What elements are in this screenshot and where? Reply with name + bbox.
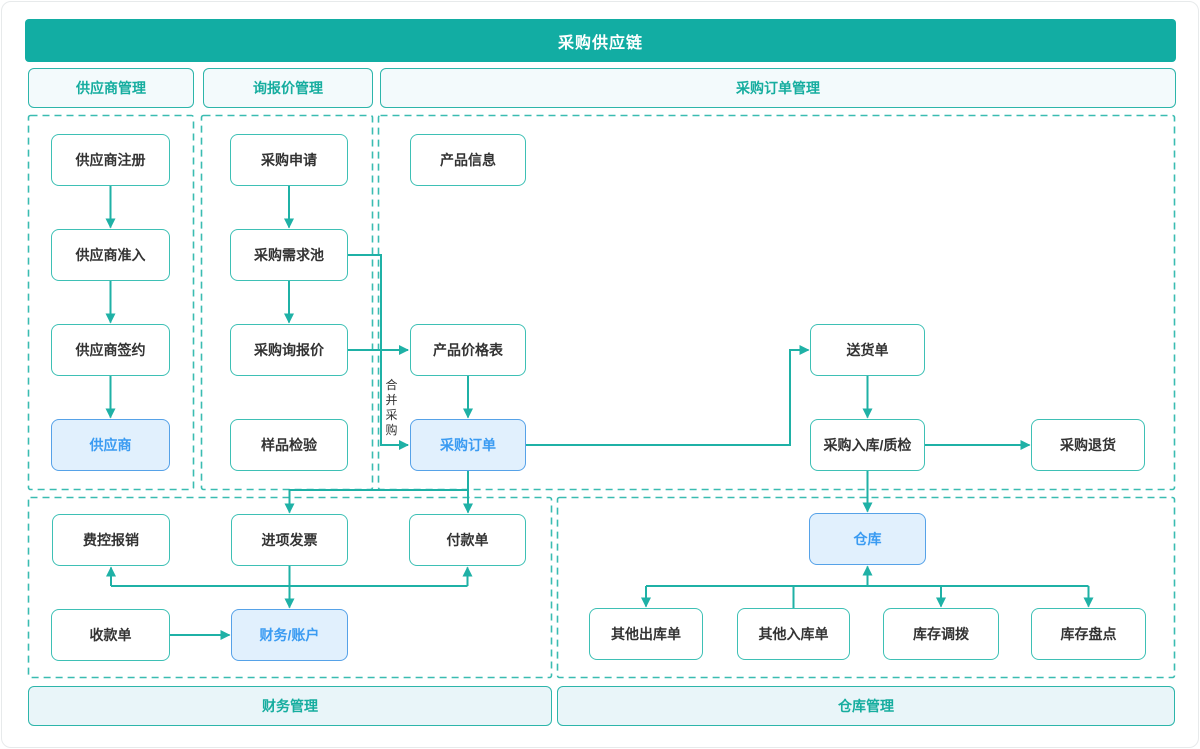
diagram-title-bar: 采购供应链 — [25, 19, 1176, 62]
po-container-outline — [377, 114, 1176, 491]
section-header-inquiry-mgmt: 询报价管理 — [203, 68, 373, 108]
section-header-warehouse-mgmt: 仓库管理 — [557, 686, 1175, 726]
node-product-info: 产品信息 — [410, 134, 526, 186]
finance-container-outline — [27, 496, 553, 679]
section-header-po-mgmt: 采购订单管理 — [380, 68, 1176, 108]
node-receiving-qc: 采购入库/质检 — [810, 419, 925, 471]
warehouse-container-outline — [556, 496, 1176, 679]
node-sample-inspection: 样品检验 — [230, 419, 348, 471]
node-purchase-request: 采购申请 — [230, 134, 348, 186]
node-purchase-return: 采购退货 — [1031, 419, 1145, 471]
node-finance-account: 财务/账户 — [231, 609, 348, 661]
node-receipt-order: 收款单 — [51, 609, 170, 661]
diagram-title: 采购供应链 — [557, 34, 643, 52]
node-delivery-note: 送货单 — [810, 324, 925, 376]
node-inventory-transfer: 库存调拨 — [883, 608, 999, 660]
node-input-invoice: 进项发票 — [231, 514, 348, 566]
connector-po-to-invoice — [284, 489, 468, 514]
node-expense-reimburse: 费控报销 — [52, 514, 170, 566]
connectors — [105, 186, 1094, 640]
node-other-outbound: 其他出库单 — [589, 608, 703, 660]
inquiry-container-outline — [200, 114, 374, 491]
edge-label-merge-purchase: 合并采购 — [385, 378, 398, 437]
node-price-list: 产品价格表 — [410, 324, 526, 376]
node-other-inbound: 其他入库单 — [737, 608, 850, 660]
node-warehouse: 仓库 — [809, 513, 926, 565]
connector-po-to-delivery — [526, 345, 810, 446]
supplier-container-outline — [27, 114, 195, 491]
node-supplier-sign: 供应商签约 — [51, 324, 170, 376]
node-supplier-access: 供应商准入 — [51, 229, 170, 281]
node-purchase-order: 采购订单 — [410, 419, 526, 471]
node-supplier-register: 供应商注册 — [51, 134, 170, 186]
node-payment-order: 付款单 — [409, 514, 526, 566]
node-purchase-inquiry: 采购询报价 — [230, 324, 348, 376]
node-demand-pool: 采购需求池 — [230, 229, 348, 281]
node-inventory-stocktake: 库存盘点 — [1031, 608, 1146, 660]
group-outlines — [27, 114, 1176, 679]
node-supplier: 供应商 — [51, 419, 170, 471]
section-header-finance-mgmt: 财务管理 — [28, 686, 552, 726]
section-header-supplier-mgmt: 供应商管理 — [28, 68, 194, 108]
